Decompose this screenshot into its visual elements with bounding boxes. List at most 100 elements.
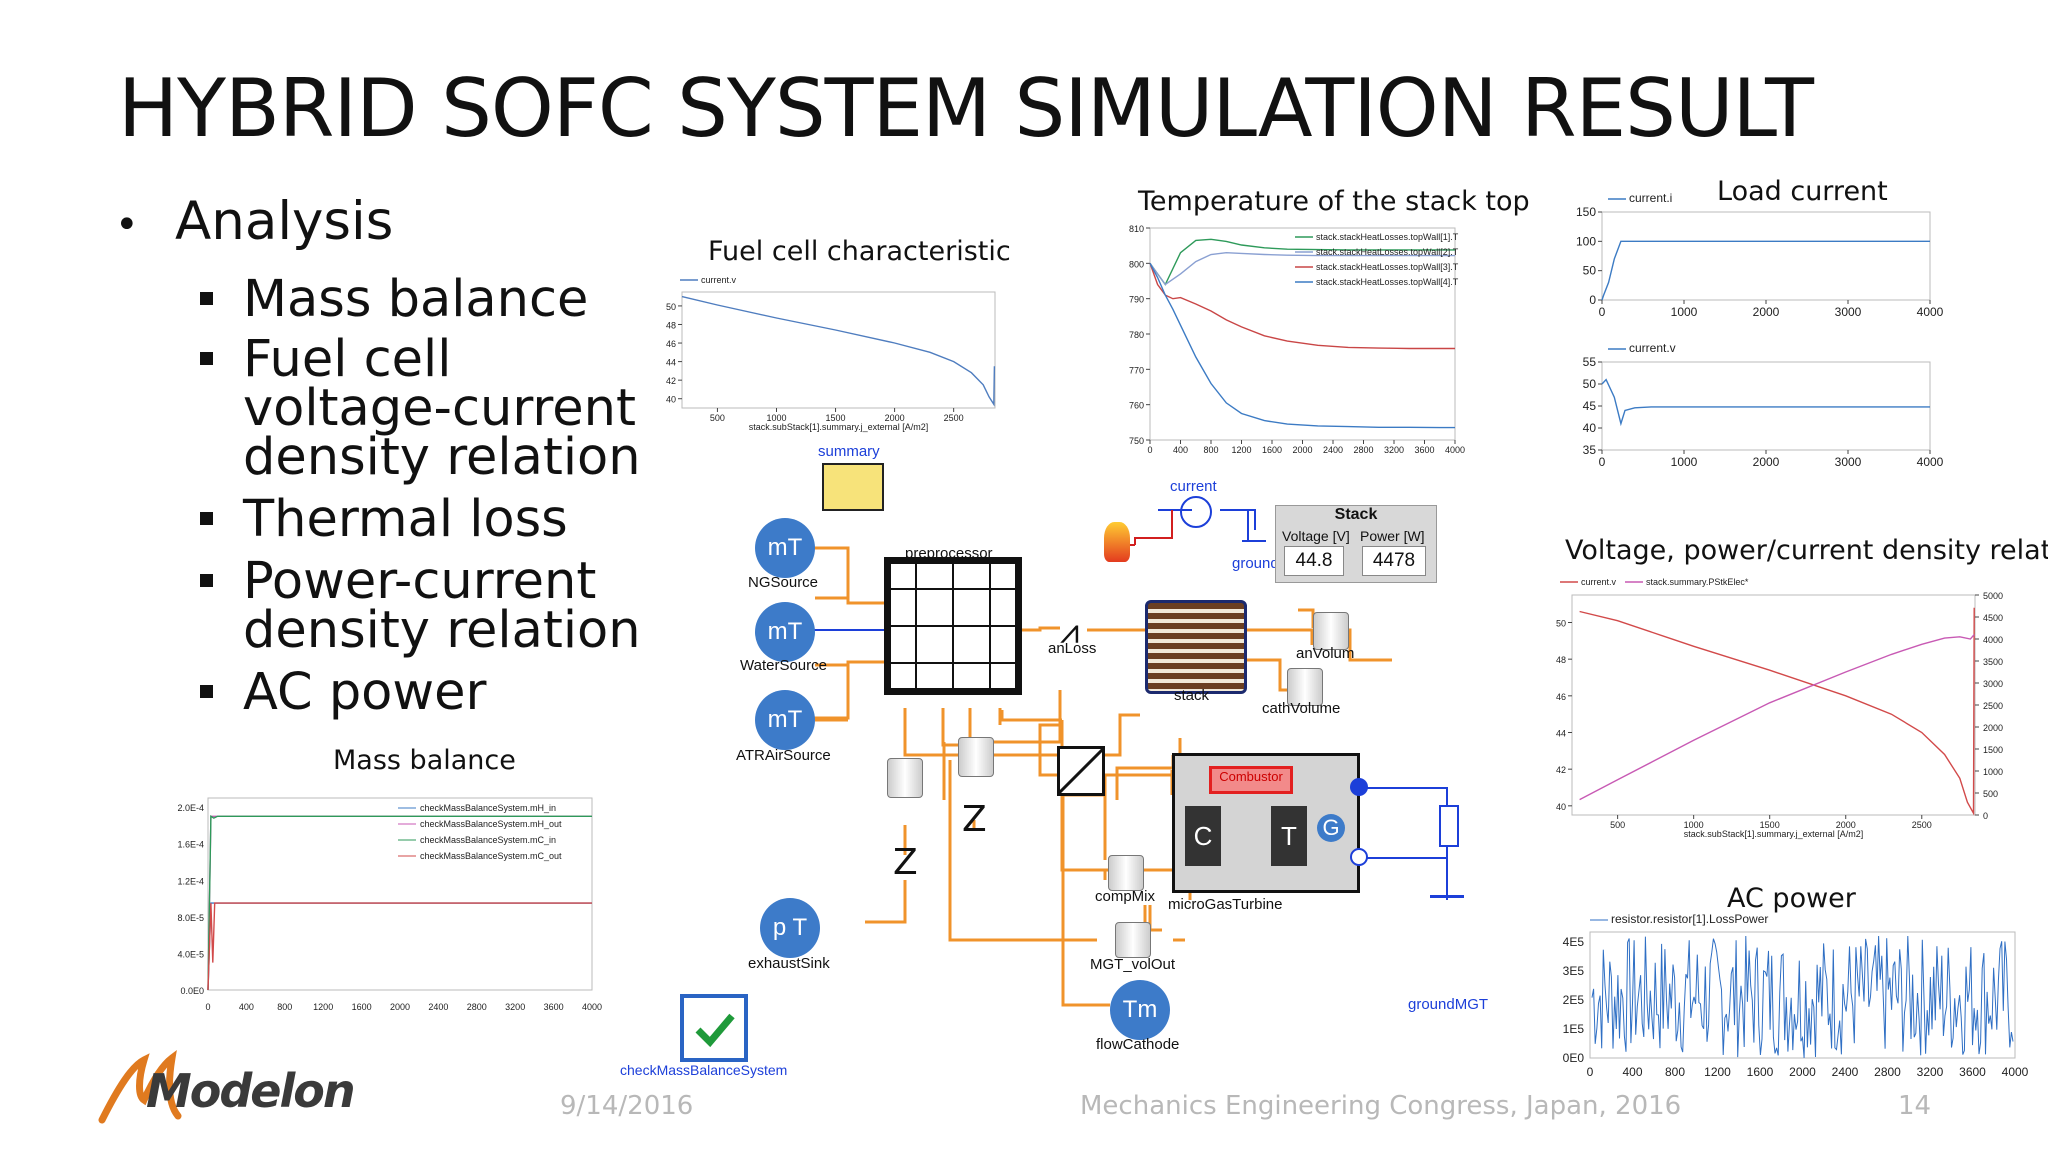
legend-label: stack.stackHeatLosses.topWall[2].T [1316,247,1459,257]
comp-mix-block[interactable] [1108,855,1144,891]
x-tick-label: 2400 [428,1002,448,1012]
summary-block[interactable] [822,463,884,511]
legend-label: stack.summary.PStkElec* [1646,577,1749,587]
ground-icon[interactable] [1242,540,1266,552]
mgt-port-bottom[interactable] [1350,848,1368,866]
x-tick-label: 4000 [2002,1065,2029,1079]
y2-tick-label: 3500 [1983,657,2003,667]
micro-gas-turbine-block[interactable]: Combustor C T G [1172,753,1360,893]
flow-cathode-circle[interactable]: Tm [1110,980,1170,1040]
y2-tick-label: 500 [1983,789,1998,799]
cath-volume-block[interactable] [1287,668,1323,706]
stack-panel: Stack Voltage [V] Power [W] 44.8 4478 [1275,505,1437,583]
stack-block[interactable] [1145,600,1247,694]
y2-tick-label: 1500 [1983,745,2003,755]
y-tick-label: 8.0E-5 [177,913,204,923]
sub-bullet-line: voltage-current [243,379,636,438]
series-line [207,902,592,991]
ng-source-mt: mT [767,534,803,561]
preprocessor-label: preprocessor [905,545,993,562]
y-tick-label: 35 [1583,443,1597,457]
x-tick-label: 2000 [390,1002,410,1012]
water-source-label: WaterSource [740,657,827,674]
plot-frame [681,291,996,409]
voltage-value: 44.8 [1284,546,1344,576]
ng-source-circle[interactable]: mT [755,518,815,578]
legend-label: current.i [1629,191,1672,205]
x-tick-label: 2800 [1874,1065,1901,1079]
resistor-block[interactable] [1439,805,1459,847]
x-tick-label: 0 [1587,1065,1594,1079]
y-tick-label: 3E5 [1563,964,1585,978]
valve-left-1[interactable]: Z [893,842,918,883]
stack-panel-title: Stack [1334,506,1378,523]
y-tick-label: 48 [666,320,676,330]
slide-title: HYBRID SOFC SYSTEM SIMULATION RESULT [118,62,1814,155]
x-tick-label: 800 [1203,445,1218,455]
current-sensor-icon[interactable] [1180,496,1212,528]
sub-bullet-line: density relation [243,601,641,660]
y-tick-label: 4.0E-5 [177,949,204,959]
atr-air-source-mt: mT [767,706,803,733]
footer-page: 14 [1898,1091,1932,1121]
x-tick-label: 2000 [1789,1065,1816,1079]
mgt-port-top[interactable] [1350,778,1368,796]
sub-bullet-square [200,292,213,305]
heat-source-icon[interactable] [1104,522,1130,562]
mgt-vol-out-block[interactable] [1115,922,1151,958]
plot-frame [1601,211,1931,301]
exhaust-sink-circle[interactable]: p T [760,898,820,958]
an-loss-icon[interactable]: ⩘ [1060,612,1080,652]
x-tick-label: 1000 [1671,305,1698,319]
preprocessor-block[interactable] [884,557,1022,695]
y-tick-label: 55 [1583,355,1597,369]
heat-exchanger-block[interactable] [1057,746,1105,796]
x-tick-label: 3600 [544,1002,564,1012]
x-tick-label: 3200 [1917,1065,1944,1079]
an-volume-label: anVolum [1296,645,1355,662]
y2-tick-label: 2500 [1983,701,2003,711]
plot-frame [1149,227,1456,441]
check-mass-balance-box[interactable] [680,994,748,1062]
y-tick-label: 770 [1129,365,1144,375]
volume-left-1[interactable] [887,758,923,798]
chart-title-temperature: Temperature of the stack top [1138,186,1530,217]
ground-mgt-icon[interactable] [1430,895,1464,928]
water-source-circle[interactable]: mT [755,602,815,662]
x-axis-label: stack.subStack[1].summary.j_external [A/… [1684,829,1863,839]
sub-bullet-line: density relation [243,428,641,487]
modelon-logo-mark [98,1049,182,1124]
series-line [1601,240,1930,301]
water-source-mt: mT [767,618,803,645]
y2-tick-label: 4000 [1983,635,2003,645]
x-tick-label: 2500 [944,413,964,423]
modelon-logo: Modelon [98,1048,356,1128]
atr-air-source-circle[interactable]: mT [755,690,815,750]
x-tick-label: 2000 [1292,445,1312,455]
y-tick-label: 50 [1583,264,1597,278]
volume-left-2[interactable] [958,737,994,777]
y-tick-label: 790 [1129,295,1144,305]
legend-label: checkMassBalanceSystem.mH_in [420,803,556,813]
x-tick-label: 4000 [1917,305,1944,319]
an-volume-block[interactable] [1313,612,1349,650]
legend-label: stack.stackHeatLosses.topWall[4].T [1316,277,1459,287]
plot-frame [1601,361,1931,451]
comp-mix-label: compMix [1095,888,1156,905]
y2-tick-label: 1000 [1983,767,2003,777]
legend-label: checkMassBalanceSystem.mC_out [420,851,562,861]
x-tick-label: 3200 [1384,445,1404,455]
series-line [681,295,996,407]
y-tick-label: 810 [1129,224,1144,234]
y-tick-label: 48 [1556,655,1566,665]
sub-bullet-square [200,352,213,365]
atr-air-source-label: ATRAirSource [736,747,831,764]
x-tick-label: 4000 [1917,455,1944,469]
y-tick-label: 46 [1556,692,1566,702]
x-tick-label: 3600 [1414,445,1434,455]
x-tick-label: 1600 [1747,1065,1774,1079]
sub-bullet-line: AC power [243,663,487,722]
valve-left-2[interactable]: Z [962,799,987,840]
modelon-logo-text: Modelon [146,1064,356,1118]
